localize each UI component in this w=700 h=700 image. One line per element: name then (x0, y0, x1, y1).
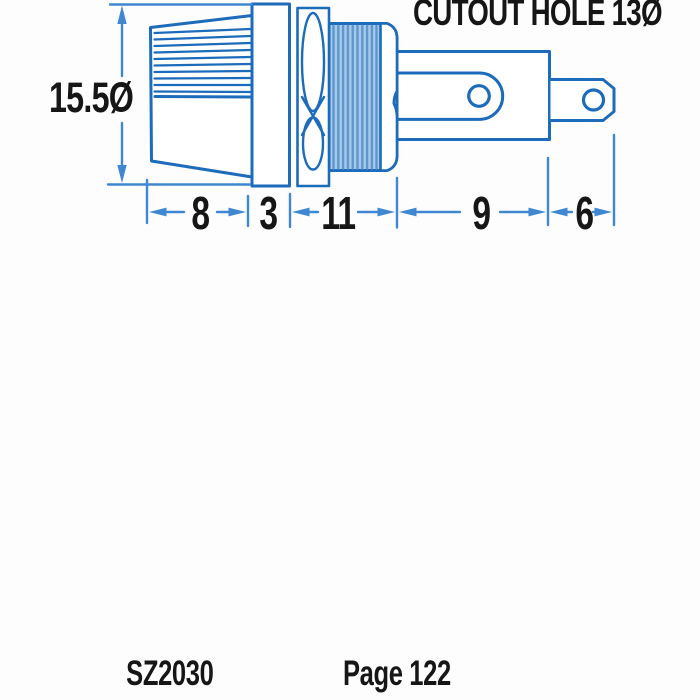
cutout-hole-annotation: CUTOUT HOLE 13Ø (413, 0, 700, 33)
diameter-dimension-label: 15.5Ø (49, 75, 161, 121)
dimension-body-text: 9 (472, 187, 491, 239)
terminal-hole (581, 88, 606, 112)
extension-ticks (145, 133, 616, 229)
dimension-arrowheads (149, 207, 612, 217)
part-number-text: SZ2030 (126, 654, 214, 693)
diameter-dimension-text: 15.5Ø (49, 74, 134, 122)
dimension-collar-text: 3 (259, 187, 279, 239)
dimension-label-cap: 8 (155, 190, 245, 236)
dimension-label-body: 9 (436, 190, 526, 236)
diameter-dimension-lines (106, 3, 254, 186)
dimension-label-terminal: 6 (540, 190, 630, 236)
dimension-terminal-text: 6 (575, 187, 595, 239)
bushing-end-cap (379, 22, 399, 172)
lug-hole (467, 84, 491, 108)
dimension-annotations (106, 3, 616, 229)
arrow-down (117, 165, 127, 183)
dimension-label-collar: 3 (224, 190, 314, 236)
dimension-thread-text: 11 (320, 187, 356, 239)
mounting-collar (250, 2, 291, 188)
nut-braid-pattern (300, 11, 326, 171)
thread-lines (332, 24, 378, 170)
dimension-label-thread: 11 (293, 190, 383, 236)
cutout-hole-annotation-text: CUTOUT HOLE 13Ø (413, 0, 663, 33)
page-number: Page 122 (323, 654, 463, 694)
cap-knurl-lines (153, 27, 252, 99)
arrow-up (117, 5, 127, 24)
page-number-text: Page 122 (342, 654, 451, 693)
dimension-cap-text: 8 (191, 187, 210, 239)
part-number: SZ2030 (110, 654, 230, 694)
